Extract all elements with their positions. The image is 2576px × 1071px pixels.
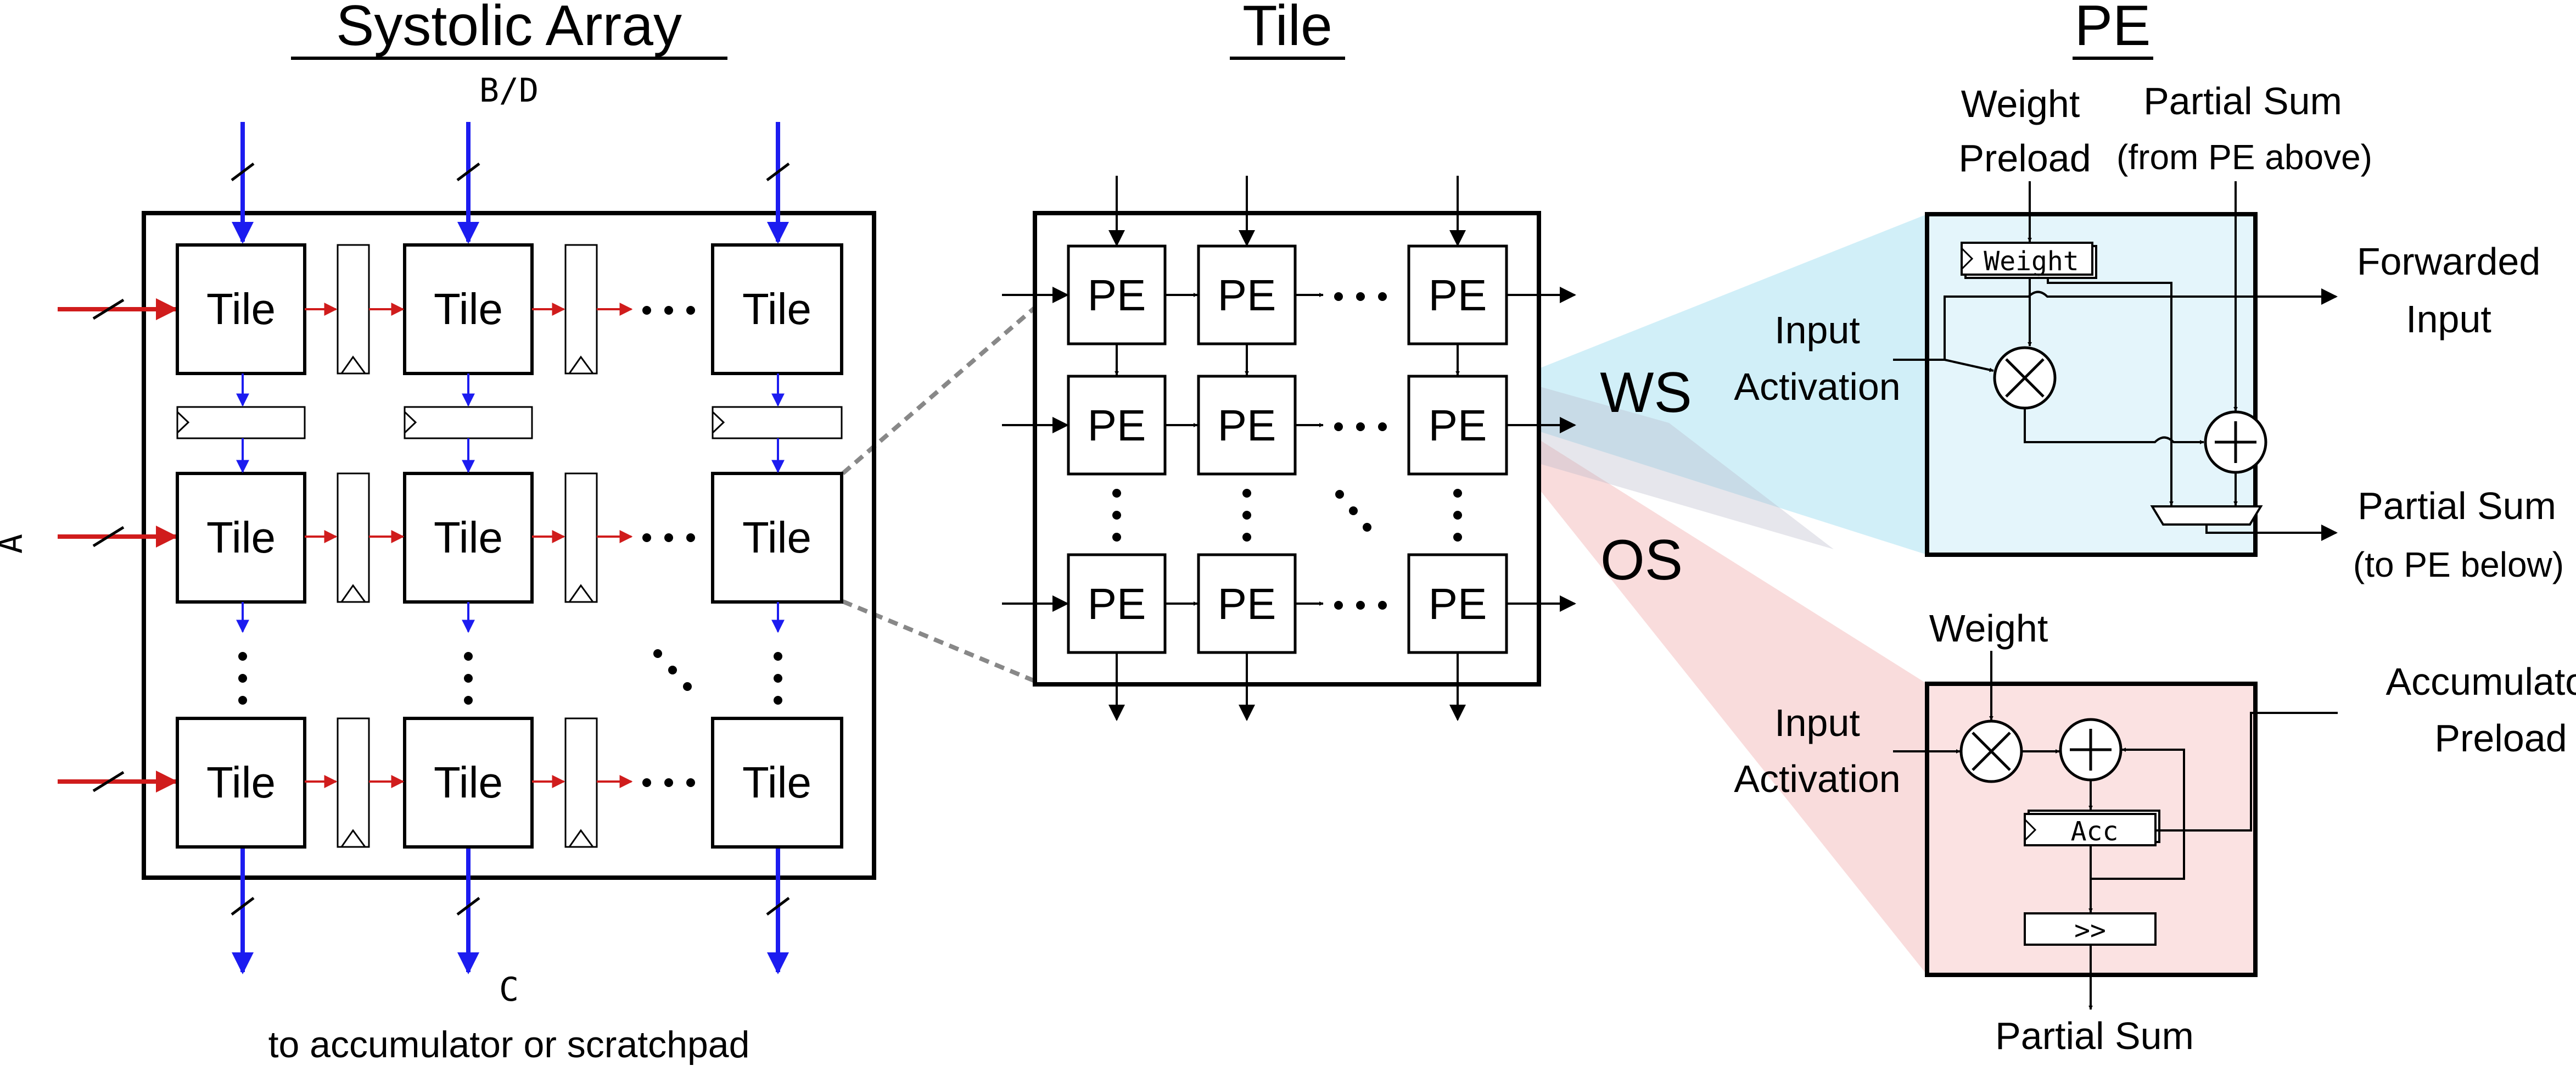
weight-preload-label-2: Preload bbox=[1958, 137, 2091, 180]
output-c-label: C bbox=[499, 970, 519, 1009]
left-input-buses bbox=[58, 298, 178, 793]
ws-os-overlap bbox=[1513, 379, 1834, 549]
tile-r2-c1: Tile bbox=[176, 472, 306, 604]
svg-text:Tile: Tile bbox=[434, 758, 503, 807]
ws-input-activation-label-2: Activation bbox=[1734, 365, 1900, 408]
svg-text:Tile: Tile bbox=[206, 513, 276, 562]
ws-multiplier bbox=[1993, 346, 2057, 410]
pe-r3-c1: PE bbox=[1067, 553, 1167, 654]
svg-text:PE: PE bbox=[1088, 271, 1146, 320]
output-destination-label: to accumulator or scratchpad bbox=[268, 1024, 750, 1066]
svg-text:Tile: Tile bbox=[742, 513, 811, 562]
tile-ellipsis-dots bbox=[1112, 292, 1462, 610]
os-pe: Weight Input Activation Accumulator Prel… bbox=[1734, 607, 2576, 1057]
svg-text:Tile: Tile bbox=[1242, 0, 1332, 58]
ws-pe: Weight Preload Partial Sum (from PE abov… bbox=[1734, 80, 2564, 584]
accumulator-preload-label: Accumulator bbox=[2385, 660, 2576, 703]
partial-sum-out-label-2: (to PE below) bbox=[2353, 545, 2564, 584]
title-pe: PE bbox=[2073, 0, 2153, 60]
svg-text:PE: PE bbox=[1218, 271, 1276, 320]
accumulator-preload-label-2: Preload bbox=[2434, 717, 2567, 760]
pe-r1-c3: PE bbox=[1407, 244, 1508, 345]
title-tile: Tile bbox=[1230, 0, 1345, 60]
zoom-line-bottom bbox=[842, 599, 1036, 683]
ws-input-activation-label: Input bbox=[1774, 309, 1860, 352]
os-pe-wires bbox=[1893, 651, 2338, 1010]
os-input-activation-label: Input bbox=[1774, 701, 1860, 744]
svg-text:PE: PE bbox=[1429, 271, 1487, 320]
horizontal-pipeline-registers bbox=[176, 406, 843, 439]
ws-adder bbox=[2204, 410, 2267, 474]
os-label: OS bbox=[1600, 528, 1683, 592]
svg-text:PE: PE bbox=[1218, 579, 1276, 628]
weight-preload-label: Weight bbox=[1961, 82, 2080, 125]
tile-signal-arrows bbox=[1002, 176, 1576, 721]
bottom-output-buses bbox=[231, 847, 790, 974]
top-input-buses bbox=[231, 122, 790, 244]
svg-text:Tile: Tile bbox=[434, 285, 503, 333]
ws-label: WS bbox=[1600, 361, 1692, 425]
weight-register: Weight bbox=[1961, 242, 2097, 279]
pe-r1-c1: PE bbox=[1067, 244, 1167, 345]
zoom-line-top bbox=[841, 305, 1037, 476]
svg-text:PE: PE bbox=[1088, 579, 1146, 628]
svg-text:Tile: Tile bbox=[206, 285, 276, 333]
pe-r2-c2: PE bbox=[1197, 375, 1297, 476]
svg-text:Tile: Tile bbox=[434, 513, 503, 562]
os-input-activation-label-2: Activation bbox=[1734, 757, 1900, 800]
shift-block: >> bbox=[2024, 912, 2157, 946]
svg-text:>>: >> bbox=[2074, 915, 2106, 946]
svg-text:Acc: Acc bbox=[2071, 816, 2119, 847]
os-weight-label: Weight bbox=[1929, 607, 2048, 650]
os-multiplier bbox=[1959, 719, 2023, 783]
svg-text:PE: PE bbox=[1429, 401, 1487, 450]
svg-text:PE: PE bbox=[2075, 0, 2151, 58]
svg-text:Tile: Tile bbox=[206, 758, 276, 807]
pe-r3-c3: PE bbox=[1407, 553, 1508, 654]
tile-r2-c3: Tile bbox=[711, 472, 843, 604]
forwarded-input-label-2: Input bbox=[2406, 298, 2491, 341]
os-zoom-wedge bbox=[1513, 423, 1927, 975]
tile-r1-c1: Tile bbox=[176, 243, 306, 375]
systolic-array-frame bbox=[142, 211, 876, 880]
svg-text:Tile: Tile bbox=[742, 285, 811, 333]
svg-text:Weight: Weight bbox=[1984, 246, 2079, 277]
tile-detail: PE PE PE PE PE PE PE PE PE bbox=[1002, 176, 1576, 721]
tile-r3-c3: Tile bbox=[711, 717, 843, 849]
input-a-label: A bbox=[0, 534, 30, 554]
partial-sum-in-label-2: (from PE above) bbox=[2116, 137, 2372, 177]
ws-pe-wires bbox=[1893, 181, 2338, 541]
svg-text:PE: PE bbox=[1218, 401, 1276, 450]
os-adder bbox=[2059, 718, 2123, 782]
pe-r2-c3: PE bbox=[1407, 375, 1508, 476]
title-systolic-array: Systolic Array bbox=[291, 0, 727, 60]
ws-zoom-wedge bbox=[1513, 214, 1927, 555]
svg-text:Tile: Tile bbox=[742, 758, 811, 807]
tile-r1-c3: Tile bbox=[711, 243, 843, 375]
svg-text:PE: PE bbox=[1429, 579, 1487, 628]
row-data-arrows bbox=[305, 303, 633, 788]
tile-r1-c2: Tile bbox=[403, 243, 534, 375]
partial-sum-out-label: Partial Sum bbox=[2357, 484, 2556, 527]
systolic-array: B/D A C to accumulator or scratchpad bbox=[0, 71, 876, 1066]
ws-mux bbox=[2150, 505, 2263, 526]
array-ellipsis-dots bbox=[238, 306, 782, 787]
partial-sum-in-label: Partial Sum bbox=[2143, 80, 2342, 122]
forwarded-input-label: Forwarded bbox=[2357, 240, 2541, 283]
vertical-pipeline-registers bbox=[337, 244, 598, 848]
tile-r3-c2: Tile bbox=[403, 717, 534, 849]
os-partial-sum-label: Partial Sum bbox=[1995, 1014, 2194, 1057]
pe-r2-c1: PE bbox=[1067, 375, 1167, 476]
tile-r3-c1: Tile bbox=[176, 717, 306, 849]
acc-register: Acc bbox=[2024, 810, 2160, 847]
pe-r1-c2: PE bbox=[1197, 244, 1297, 345]
svg-text:PE: PE bbox=[1088, 401, 1146, 450]
pe-r3-c2: PE bbox=[1197, 553, 1297, 654]
svg-text:Systolic Array: Systolic Array bbox=[336, 0, 682, 58]
tile-r2-c2: Tile bbox=[403, 472, 534, 604]
column-data-arrows bbox=[236, 373, 785, 633]
input-b-d-label: B/D bbox=[479, 71, 539, 110]
